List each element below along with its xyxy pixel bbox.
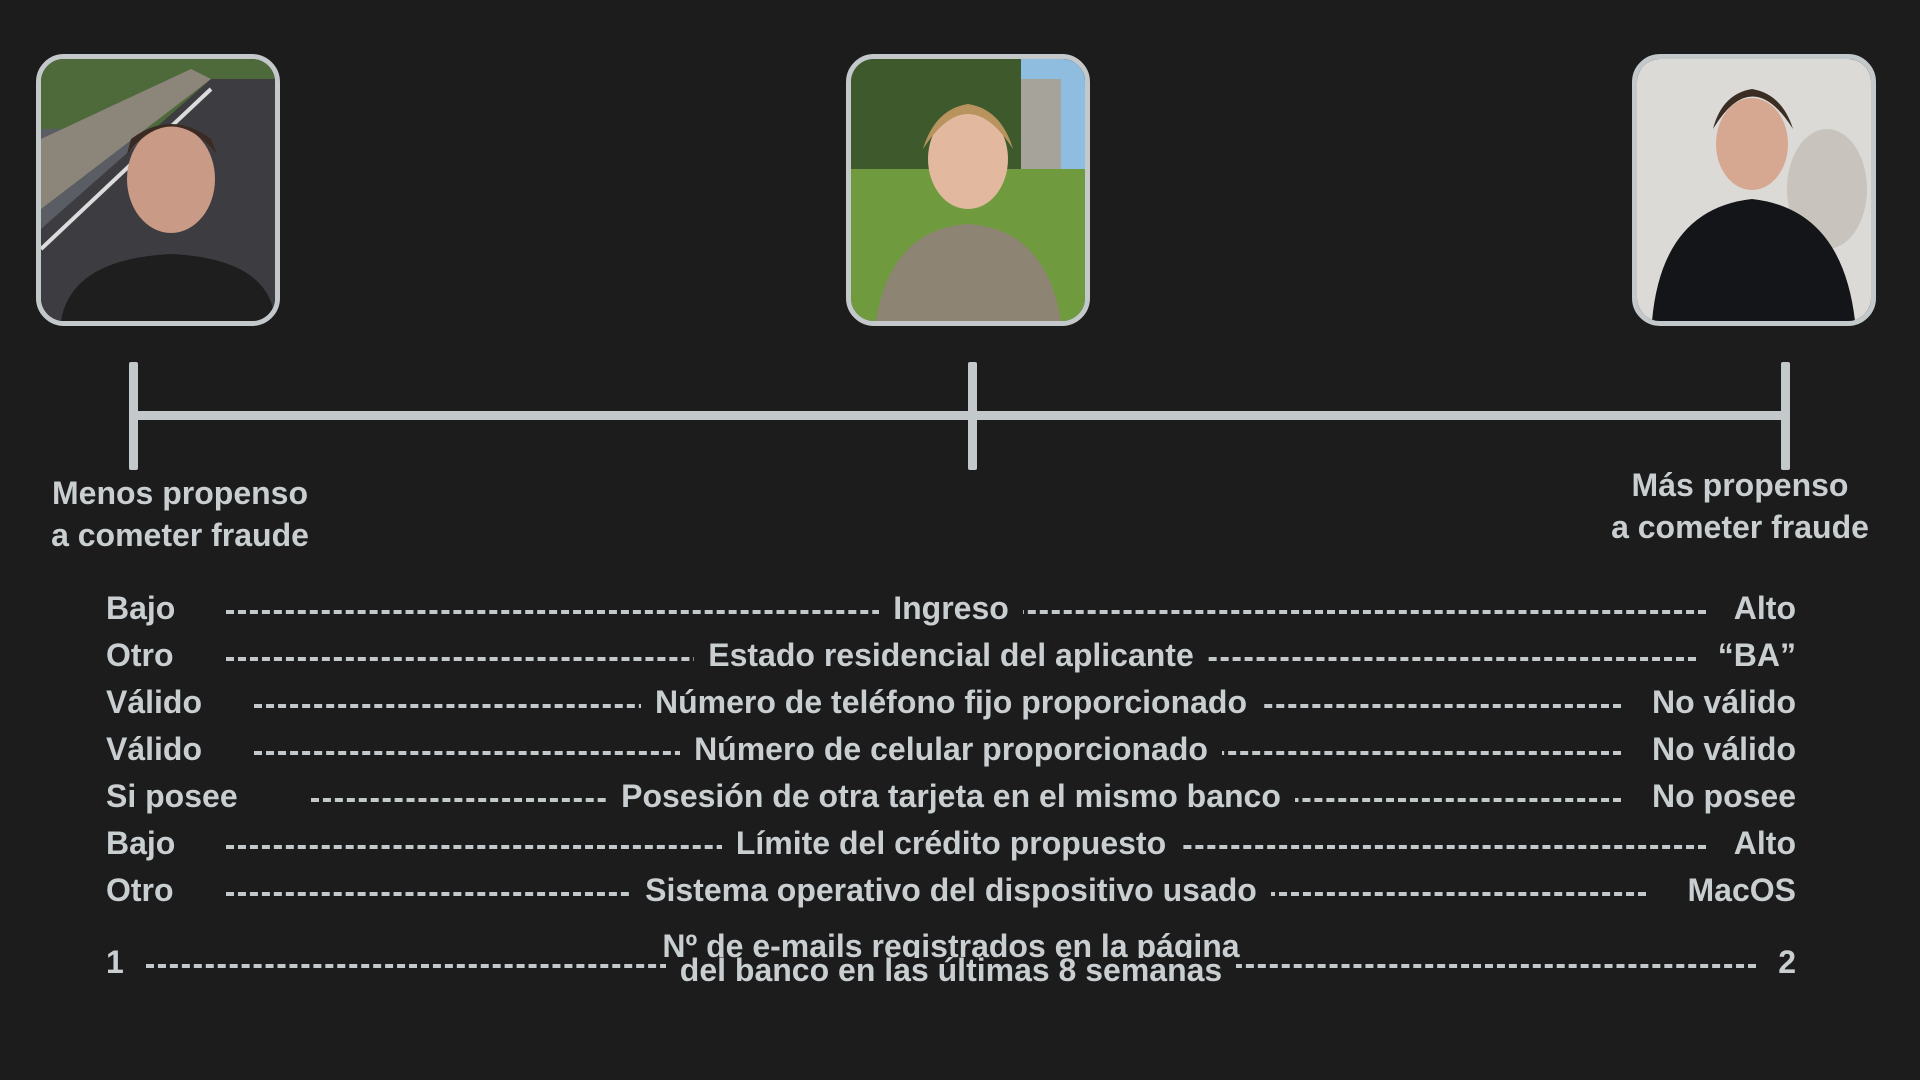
factor-name: Estado residencial del aplicante (694, 637, 1208, 673)
less-prone-label: Menos propenso a cometer fraude (20, 472, 340, 556)
factor-row-credit-limit: Bajo Límite del crédito propuesto Alto (106, 825, 1796, 869)
factor-high-value: “BA” (1717, 637, 1796, 673)
factor-low-value: 1 (106, 944, 124, 980)
factor-low-value: Otro (106, 637, 174, 673)
factor-row-operating-system: Otro Sistema operativo del dispositivo u… (106, 872, 1796, 916)
person-photo-left-image (41, 59, 275, 321)
factor-name-line1: Nº de e-mails registrados en la página (648, 930, 1254, 962)
factor-name: Número de celular proporcionado (680, 731, 1222, 767)
factor-high-value: No válido (1651, 731, 1796, 767)
factor-name: Posesión de otra tarjeta en el mismo ban… (607, 778, 1295, 814)
less-prone-label-line1: Menos propenso (51, 475, 308, 511)
factor-high-value: Alto (1733, 825, 1796, 861)
factor-name: Límite del crédito propuesto (721, 825, 1181, 861)
person-photo-left (36, 54, 280, 326)
axis-tick-middle (968, 362, 977, 470)
more-prone-label-line1: Más propenso (1631, 467, 1849, 503)
factor-row-cellphone: Válido Número de celular proporcionado N… (106, 731, 1796, 775)
factor-row-income: Bajo Ingreso Alto (106, 590, 1796, 634)
factor-low-value: Otro (106, 872, 174, 908)
factor-low-value: Válido (106, 684, 203, 720)
propensity-axis-line (132, 411, 1788, 420)
factor-low-value: Válido (106, 731, 203, 767)
factor-row-residence: Otro Estado residencial del aplicante “B… (106, 637, 1796, 681)
factor-name-line2: del banco en las últimas 8 semanas (665, 954, 1237, 986)
person-photo-right (1632, 54, 1876, 326)
person-photo-middle-image (851, 59, 1085, 321)
factor-high-value: Alto (1733, 590, 1796, 626)
factor-high-value: MacOS (1687, 872, 1796, 908)
factor-high-value: No válido (1651, 684, 1796, 720)
factor-high-value: 2 (1778, 944, 1796, 980)
less-prone-label-line2: a cometer fraude (51, 517, 309, 553)
factor-row-email-count: 1 Nº de e-mails registrados en la página… (106, 930, 1796, 988)
factor-row-landline: Válido Número de teléfono fijo proporcio… (106, 684, 1796, 728)
factor-low-value: Si posee (106, 778, 238, 814)
more-prone-label: Más propenso a cometer fraude (1580, 464, 1900, 548)
axis-tick-left (129, 362, 138, 470)
person-photo-middle (846, 54, 1090, 326)
person-photo-right-image (1637, 59, 1871, 321)
factor-low-value: Bajo (106, 590, 176, 626)
factor-name: Sistema operativo del dispositivo usado (631, 872, 1271, 908)
more-prone-label-line2: a cometer fraude (1611, 509, 1869, 545)
factor-low-value: Bajo (106, 825, 176, 861)
factor-name: Ingreso (879, 590, 1023, 626)
factor-high-value: No posee (1651, 778, 1796, 814)
axis-tick-right (1781, 362, 1790, 470)
factor-name: Número de teléfono fijo proporcionado (641, 684, 1261, 720)
factor-row-other-card: Si posee Posesión de otra tarjeta en el … (106, 778, 1796, 822)
